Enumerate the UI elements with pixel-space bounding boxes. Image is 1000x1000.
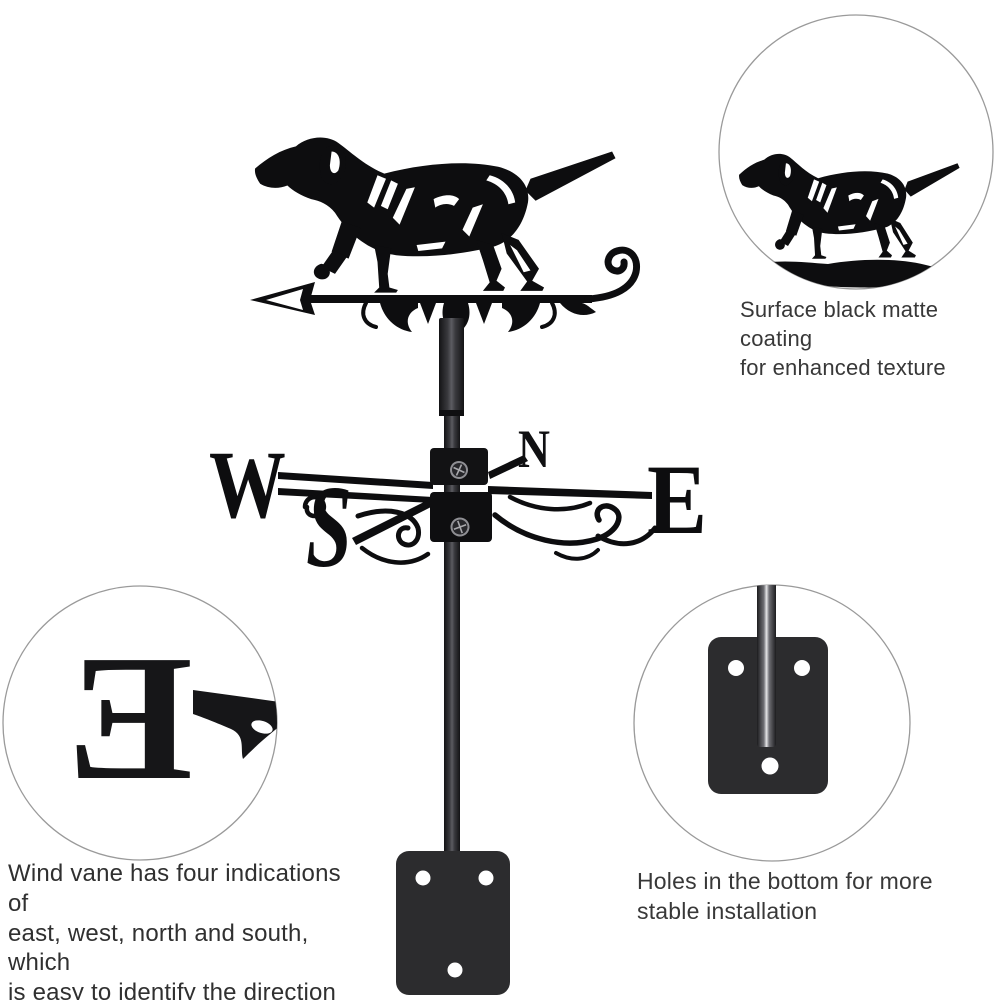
letter-arm xyxy=(193,690,277,759)
plate-hole-detail xyxy=(761,757,779,775)
rod-detail xyxy=(757,585,776,747)
screw-upper xyxy=(450,461,468,479)
callout-circle-holes xyxy=(633,584,911,862)
letter-east-detail: E xyxy=(67,618,193,817)
caption-directions: Wind vane has four indications of east, … xyxy=(8,860,341,1000)
hub-assembly xyxy=(430,448,492,542)
north-arm xyxy=(488,455,528,479)
arm-scrollwork xyxy=(302,494,658,565)
plate-hole xyxy=(415,870,431,886)
caption-coating: Surface black matte coating for enhanced… xyxy=(740,297,946,381)
plate-hole-detail xyxy=(794,660,810,676)
direction-arms xyxy=(278,455,652,545)
scroll-curl xyxy=(584,246,641,303)
rod-sleeve xyxy=(439,318,464,416)
plate-hole-detail xyxy=(728,660,744,676)
callout-circle-coating xyxy=(718,14,994,290)
base-plate xyxy=(396,851,510,995)
letter-south: S xyxy=(306,462,352,593)
arm-notch xyxy=(251,720,273,734)
letter-north: N xyxy=(518,419,550,479)
letter-east: E xyxy=(647,444,707,555)
arrowhead-cutout xyxy=(266,289,303,310)
dog-shadow xyxy=(742,259,947,288)
callout-circle-letter: E xyxy=(2,585,278,861)
plate-hole xyxy=(478,870,494,886)
sleeve-collar xyxy=(439,410,464,416)
dog-silhouette xyxy=(254,137,616,293)
screw-lower xyxy=(450,517,470,537)
arrow-bar xyxy=(250,246,641,315)
letter-west: W xyxy=(209,432,286,538)
south-arm xyxy=(352,498,435,545)
caption-holes: Holes in the bottom for more stable inst… xyxy=(637,868,933,924)
plate-hole xyxy=(447,962,463,978)
